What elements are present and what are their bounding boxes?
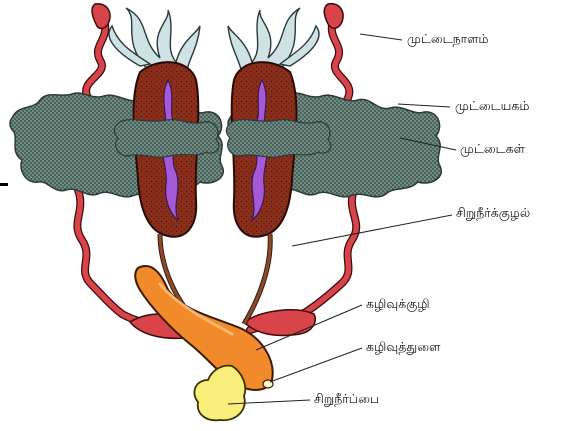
left-eggs <box>114 120 219 157</box>
label-ureter: சிறுநீர்க்குழல் <box>456 207 530 220</box>
edge-mark <box>0 183 8 186</box>
right-ureter <box>244 234 270 324</box>
label-eggs: முட்டைகள் <box>460 143 525 156</box>
label-oviduct: முட்டைநாளம் <box>407 33 489 46</box>
label-cloacal-opening: கழிவுத்துளை <box>366 341 440 354</box>
label-cloaca: கழிவுக்குழி <box>366 298 430 311</box>
right-eggs <box>226 120 331 157</box>
urinary-bladder <box>194 366 245 421</box>
label-ovary: முட்டையகம் <box>455 100 529 113</box>
label-urinary-bladder: சிறுநீர்ப்பை <box>314 393 379 406</box>
